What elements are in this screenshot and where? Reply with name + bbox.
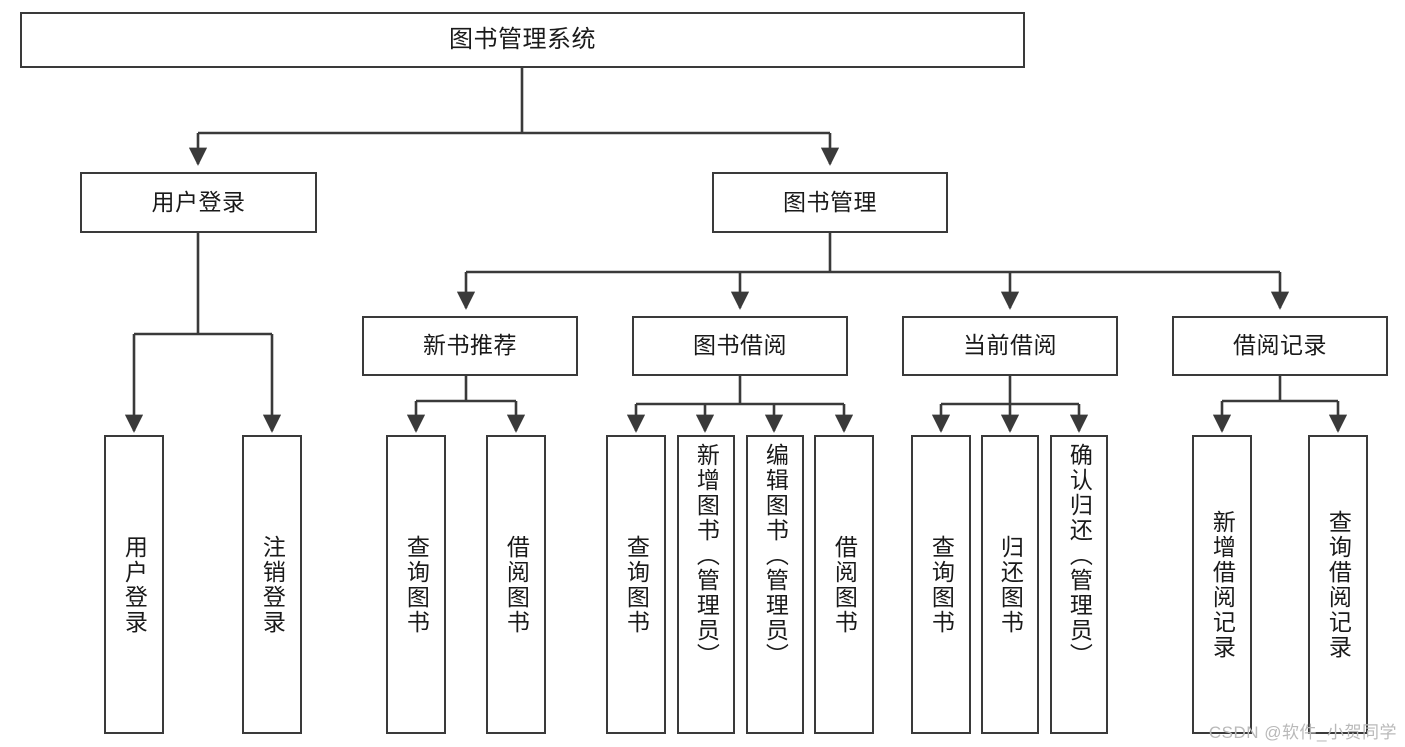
node-book-management[interactable]: 图书管理 xyxy=(712,172,948,233)
node-new-book-recommendation[interactable]: 新书推荐 xyxy=(362,316,578,376)
leaf-logout[interactable]: 注销登录 xyxy=(242,435,302,734)
node-label: 当前借阅 xyxy=(963,332,1057,359)
node-book-borrowing[interactable]: 图书借阅 xyxy=(632,316,848,376)
node-label: 新增图书（管理员） xyxy=(693,443,720,668)
node-label: 编辑图书（管理员） xyxy=(762,443,789,668)
leaf-query-book-borrow[interactable]: 查询图书 xyxy=(606,435,666,734)
leaf-add-borrow-record[interactable]: 新增借阅记录 xyxy=(1192,435,1252,734)
node-borrowing-record[interactable]: 借阅记录 xyxy=(1172,316,1388,376)
leaf-return-book[interactable]: 归还图书 xyxy=(981,435,1039,734)
leaf-query-book-current[interactable]: 查询图书 xyxy=(911,435,971,734)
node-label: 借阅图书 xyxy=(503,534,530,635)
node-label: 查询借阅记录 xyxy=(1325,509,1352,660)
leaf-borrow-book-recommend[interactable]: 借阅图书 xyxy=(486,435,546,734)
node-user-login[interactable]: 用户登录 xyxy=(80,172,317,233)
leaf-query-book-recommend[interactable]: 查询图书 xyxy=(386,435,446,734)
leaf-query-borrow-record[interactable]: 查询借阅记录 xyxy=(1308,435,1368,734)
node-label: 新增借阅记录 xyxy=(1209,509,1236,660)
node-label: 注销登录 xyxy=(259,534,286,635)
node-label: 用户登录 xyxy=(151,188,246,215)
node-label: 查询图书 xyxy=(928,534,955,635)
watermark-text: CSDN @软件_小贺同学 xyxy=(1208,723,1397,742)
node-label: 借阅图书 xyxy=(831,534,858,635)
leaf-user-login[interactable]: 用户登录 xyxy=(104,435,164,734)
node-label: 查询图书 xyxy=(623,534,650,635)
leaf-add-book-admin[interactable]: 新增图书（管理员） xyxy=(677,435,735,734)
node-label: 用户登录 xyxy=(121,534,148,635)
node-label: 确认归还（管理员） xyxy=(1066,443,1093,668)
leaf-confirm-return-admin[interactable]: 确认归还（管理员） xyxy=(1050,435,1108,734)
leaf-edit-book-admin[interactable]: 编辑图书（管理员） xyxy=(746,435,804,734)
node-label: 归还图书 xyxy=(997,534,1024,635)
node-label: 图书管理 xyxy=(783,188,877,215)
node-root-book-management-system[interactable]: 图书管理系统 xyxy=(20,12,1025,68)
node-label: 图书管理系统 xyxy=(449,25,596,53)
leaf-borrow-book[interactable]: 借阅图书 xyxy=(814,435,874,734)
node-label: 查询图书 xyxy=(403,534,430,635)
node-label: 图书借阅 xyxy=(693,332,787,359)
node-label: 借阅记录 xyxy=(1233,332,1327,359)
node-current-borrowing[interactable]: 当前借阅 xyxy=(902,316,1118,376)
node-label: 新书推荐 xyxy=(423,332,517,359)
